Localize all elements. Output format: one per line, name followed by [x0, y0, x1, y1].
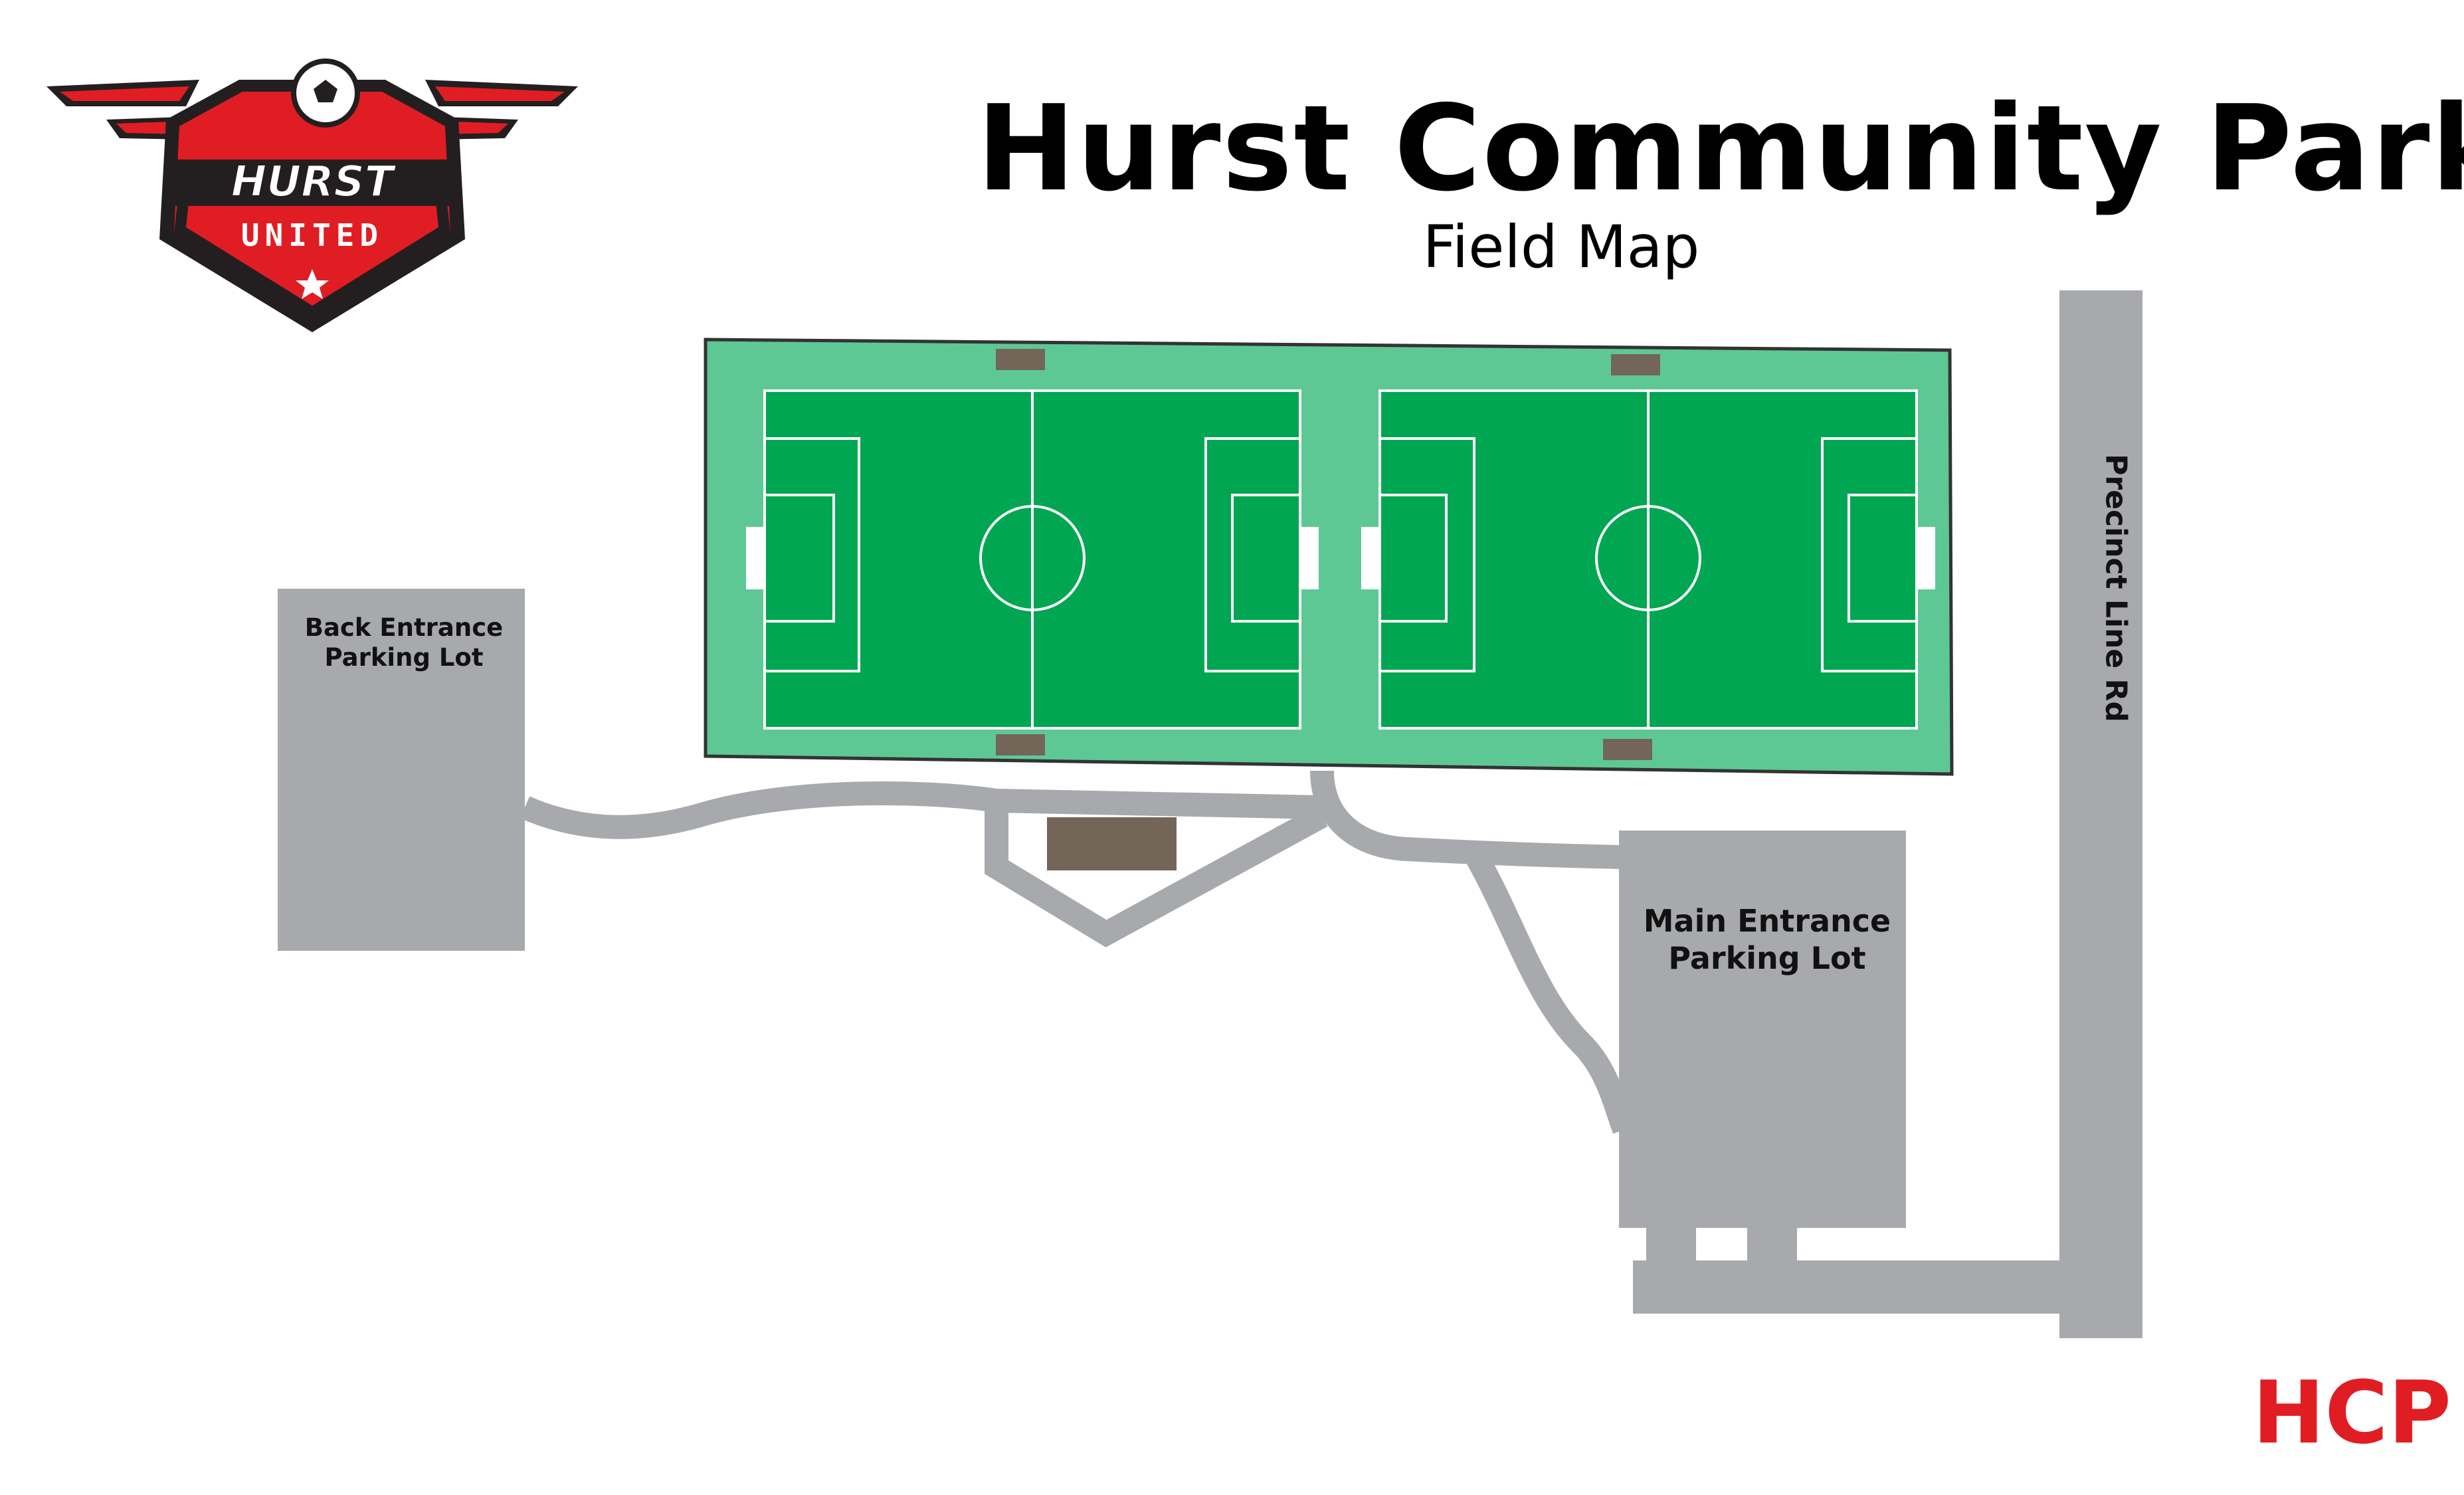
- hcp-mark: HCP: [2252, 1362, 2451, 1463]
- bench-field2-bottom: [1603, 739, 1652, 760]
- main-lot-line1: Main Entrance: [1643, 903, 1891, 939]
- back-entrance-lot-label: Back Entrance Parking Lot: [279, 613, 529, 672]
- back-lot-line2: Parking Lot: [324, 643, 484, 672]
- main-entrance-lot-label: Main Entrance Parking Lot: [1624, 902, 1910, 977]
- main-lot-line2: Parking Lot: [1668, 940, 1866, 977]
- soccer-field-2: [1361, 389, 1935, 730]
- field-spur-path: [1310, 770, 1625, 869]
- bench-field1-bottom: [996, 734, 1045, 755]
- back-entrance-lot: [278, 589, 525, 951]
- hurst-united-logo: HURST UNITED: [47, 58, 578, 332]
- bench-field2-top: [1611, 354, 1660, 375]
- main-entrance-lot: [1619, 831, 1906, 1228]
- page-title: Hurst Community Park: [977, 80, 2464, 217]
- lot-side-path: [1464, 848, 1636, 1134]
- bench-field1-top: [996, 349, 1045, 370]
- precinct-line-road: [2059, 290, 2142, 1338]
- triangle-loop-path: [985, 805, 1328, 947]
- soccer-field-1: [746, 389, 1319, 730]
- pavilion-building: [1047, 817, 1177, 870]
- page-subtitle: Field Map: [1422, 213, 1700, 281]
- precinct-line-road-label: Precinct Line Rd: [2099, 454, 2133, 722]
- logo-text-top: HURST: [231, 157, 397, 207]
- back-lot-line1: Back Entrance: [304, 613, 504, 642]
- west-path: [520, 781, 1323, 839]
- logo-text-bottom: UNITED: [241, 217, 383, 253]
- bottom-access-road: [1633, 1260, 2065, 1314]
